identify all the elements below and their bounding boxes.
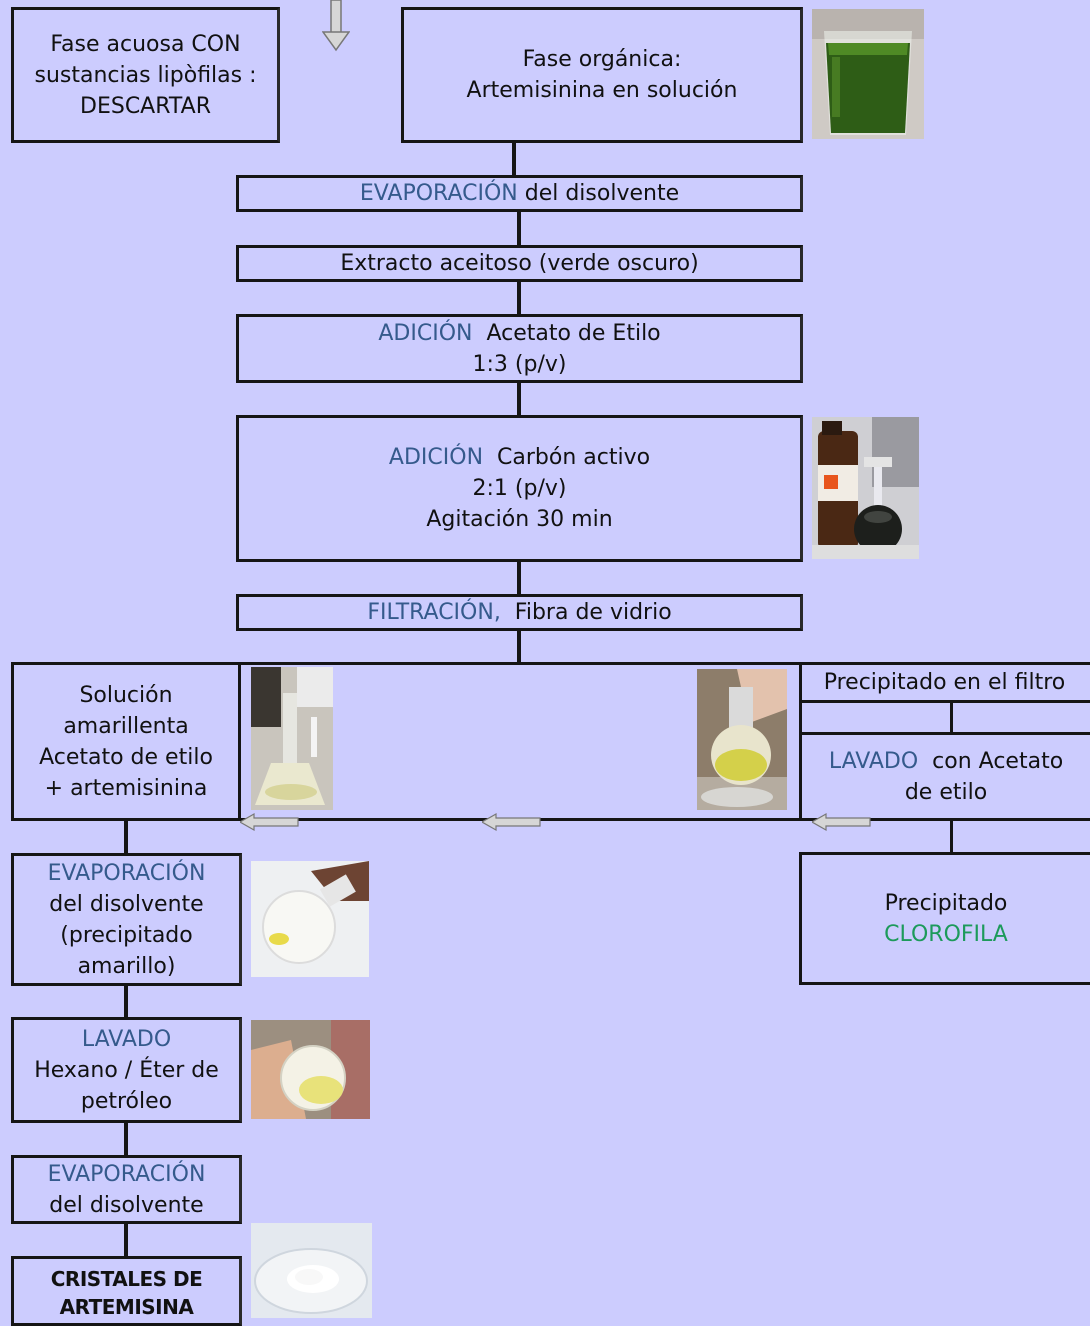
split-divider-right <box>799 662 802 821</box>
connector <box>124 986 128 1019</box>
wash-hexane-box: LAVADO Hexano / Éter de petróleo <box>11 1017 242 1123</box>
connector <box>517 282 521 316</box>
chlorophyll-precipitate-box: Precipitado CLOROFILA <box>799 852 1090 985</box>
divider-line <box>799 732 1090 735</box>
split-top-line <box>11 662 1090 665</box>
connector <box>124 1224 128 1258</box>
connector <box>512 143 516 177</box>
connector <box>124 1123 128 1157</box>
add-ethyl-acetate-box: ADICIÓN Acetato de Etilo 1:3 (p/v) <box>236 314 803 383</box>
split-bottom-line <box>11 818 1090 821</box>
crystals-dish-photo <box>251 1223 372 1318</box>
filtration-box: FILTRACIÓN, Fibra de vidrio <box>236 594 803 631</box>
connector <box>950 701 953 734</box>
wash-ethyl-acetate-box: LAVADO con Acetato de etilo <box>828 748 1064 805</box>
precipitate-on-filter-box: Precipitado en el filtro <box>799 662 1090 703</box>
evaporation-box-3: EVAPORACIÓN del disolvente <box>11 1155 242 1224</box>
left-arrow-icon <box>482 812 541 832</box>
yellow-solution-flask-photo <box>251 667 333 810</box>
yellow-precipitate-flask-photo <box>251 861 369 977</box>
add-activated-carbon-box: ADICIÓN Carbón activo 2:1 (p/v) Agitació… <box>236 415 803 562</box>
down-arrow-icon <box>322 0 350 52</box>
split-left-line <box>11 662 14 821</box>
activated-carbon-flask-photo <box>812 417 919 559</box>
connector <box>517 212 521 246</box>
hand-held-flask-photo <box>697 669 787 810</box>
aqueous-phase-box: Fase acuosa CON sustancias lipòfilas : D… <box>11 7 280 143</box>
organic-phase-box: Fase orgánica: Artemisinina en solución <box>401 7 803 143</box>
left-arrow-icon <box>240 812 299 832</box>
left-arrow-icon <box>812 812 871 832</box>
connector <box>517 631 521 664</box>
evaporation-box-2: EVAPORACIÓN del disolvente (precipitado … <box>11 853 242 986</box>
split-divider-left <box>238 662 241 821</box>
oily-extract-box: Extracto aceitoso (verde oscuro) <box>236 245 803 282</box>
connector <box>517 562 521 596</box>
connector <box>950 821 953 855</box>
connector <box>517 383 521 417</box>
connector <box>124 821 128 855</box>
green-extract-beaker-photo <box>812 9 924 139</box>
evaporation-box-1: EVAPORACIÓN del disolvente <box>236 175 803 212</box>
yellow-solution-box: Solución amarillenta Acetato de etilo + … <box>39 682 213 801</box>
artemisinin-crystals-box: CRISTALES DE ARTEMISINA <box>11 1256 242 1326</box>
hexane-wash-flask-photo <box>251 1020 370 1119</box>
